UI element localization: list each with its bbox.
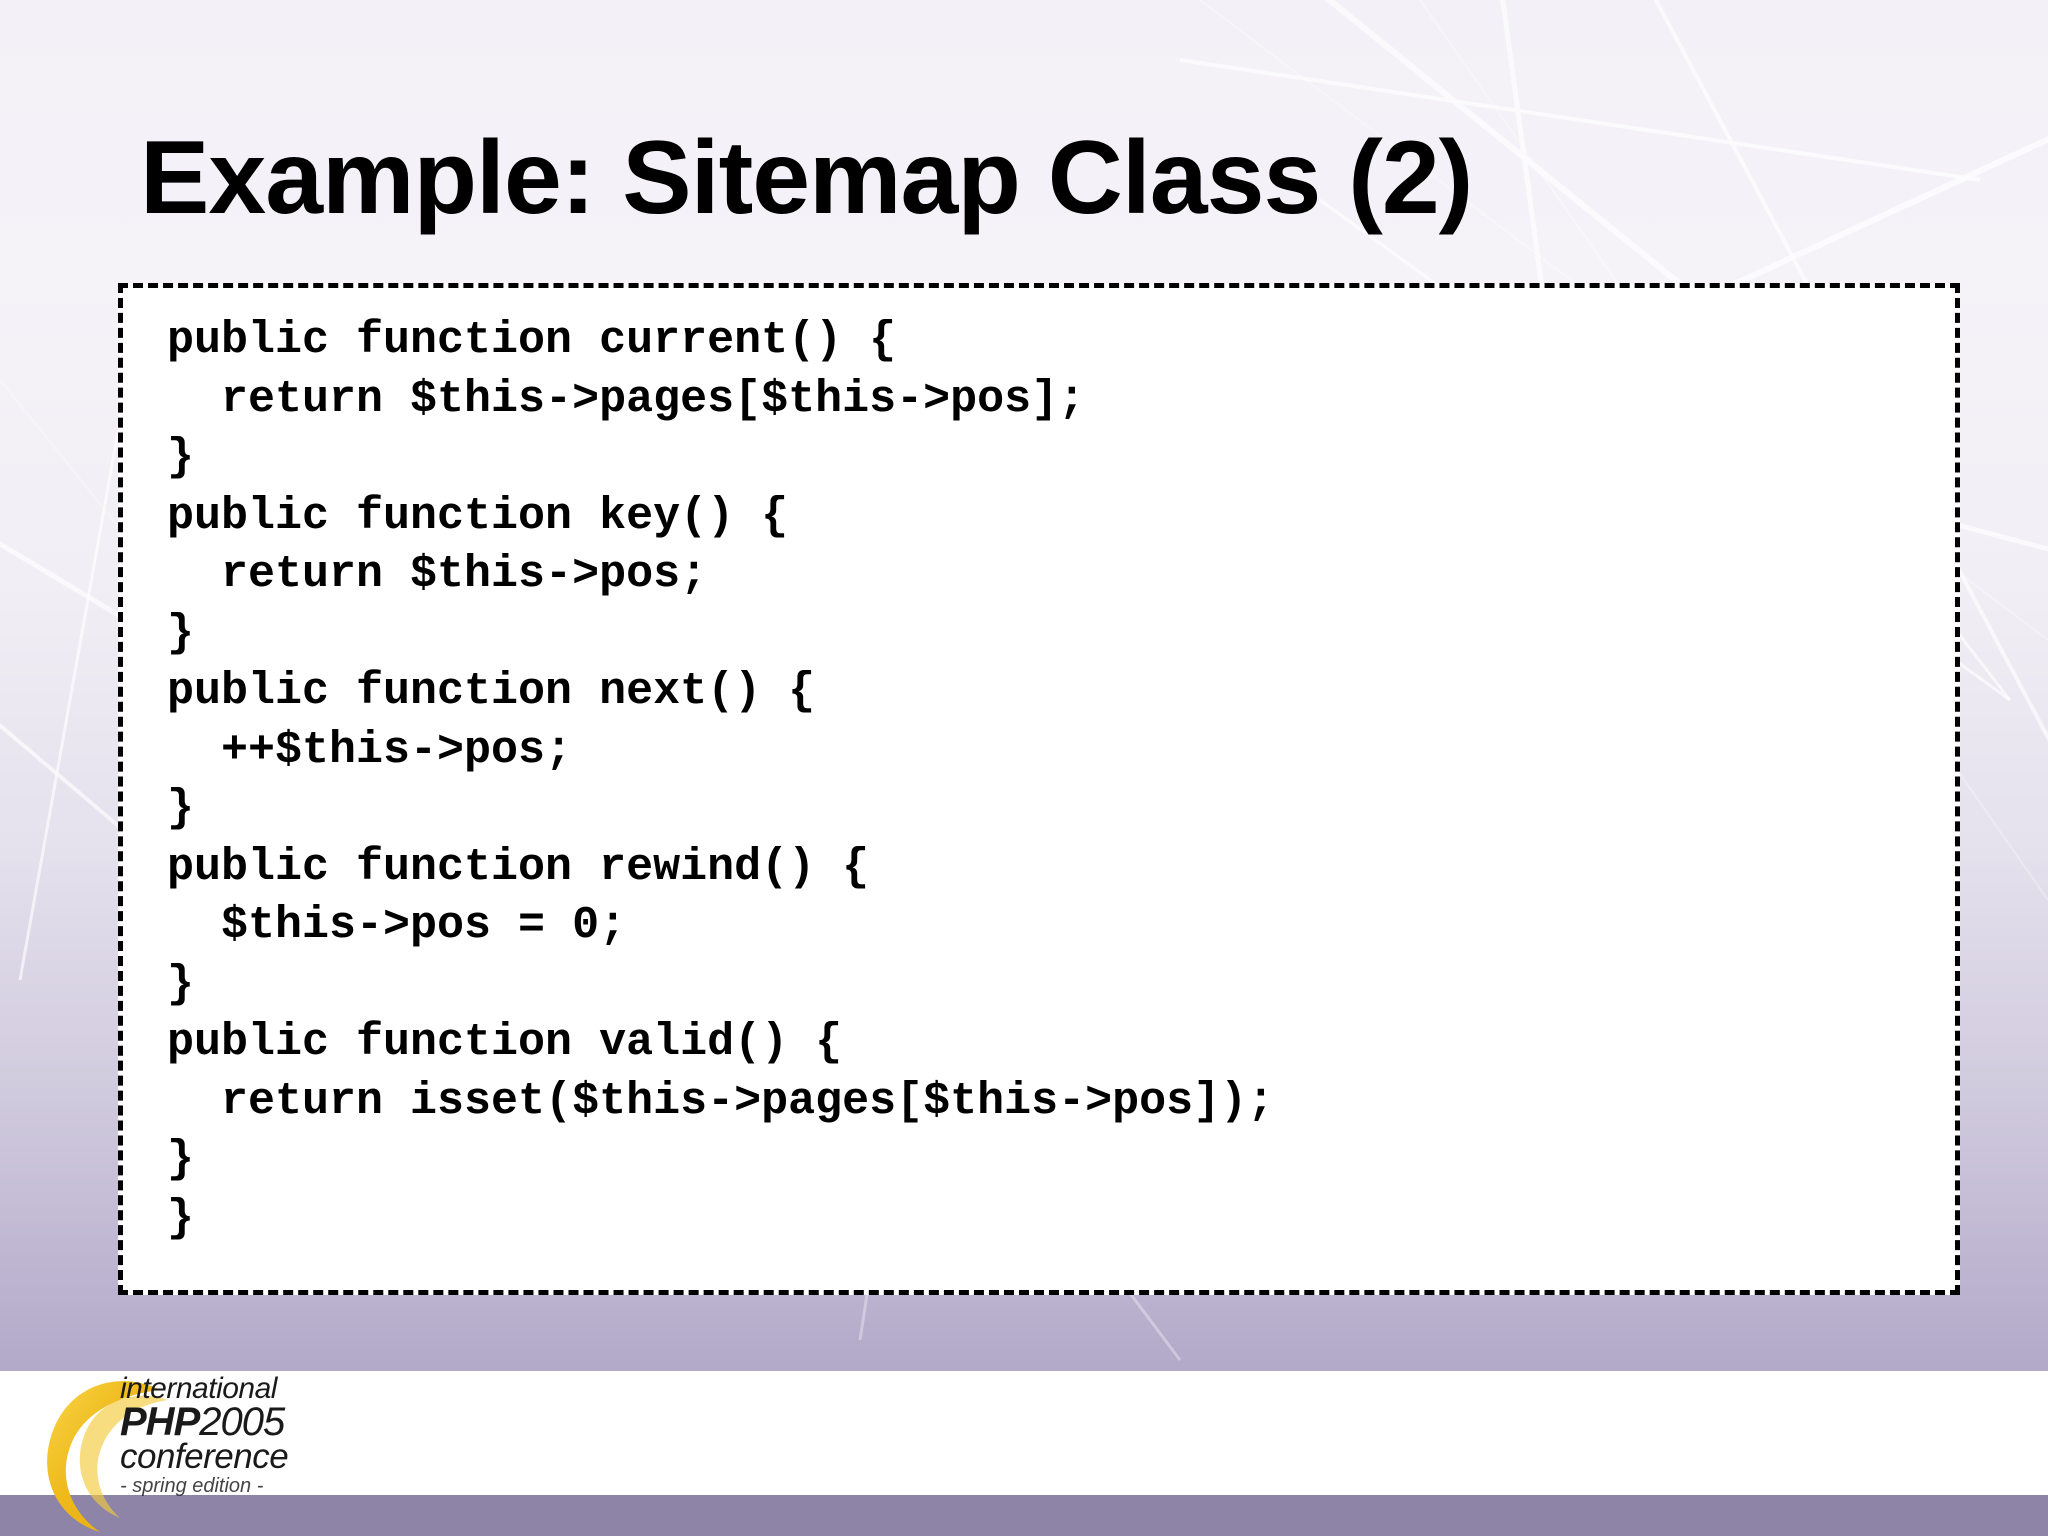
logo-text-conference: conference xyxy=(120,1437,289,1476)
footer-bottom-bar xyxy=(0,1495,2048,1536)
logo-text-international: international xyxy=(120,1372,277,1405)
logo-text-php: PHP xyxy=(120,1400,200,1444)
logo-text-spring-edition: - spring edition - xyxy=(120,1475,264,1497)
code-block: public function current() { return $this… xyxy=(118,283,1960,1295)
logo-wordmark: international PHP2005 conference - sprin… xyxy=(120,1374,382,1506)
footer-white-strip xyxy=(0,1371,2048,1495)
slide-title: Example: Sitemap Class (2) xyxy=(140,119,1473,236)
logo-swoosh-icon xyxy=(47,1381,168,1532)
logo-text-php2005: PHP2005 xyxy=(120,1402,382,1442)
code-listing: public function current() { return $this… xyxy=(167,315,1275,1244)
logo-text-year: 2005 xyxy=(199,1400,285,1444)
conference-logo: international PHP2005 conference - sprin… xyxy=(28,1366,388,1536)
